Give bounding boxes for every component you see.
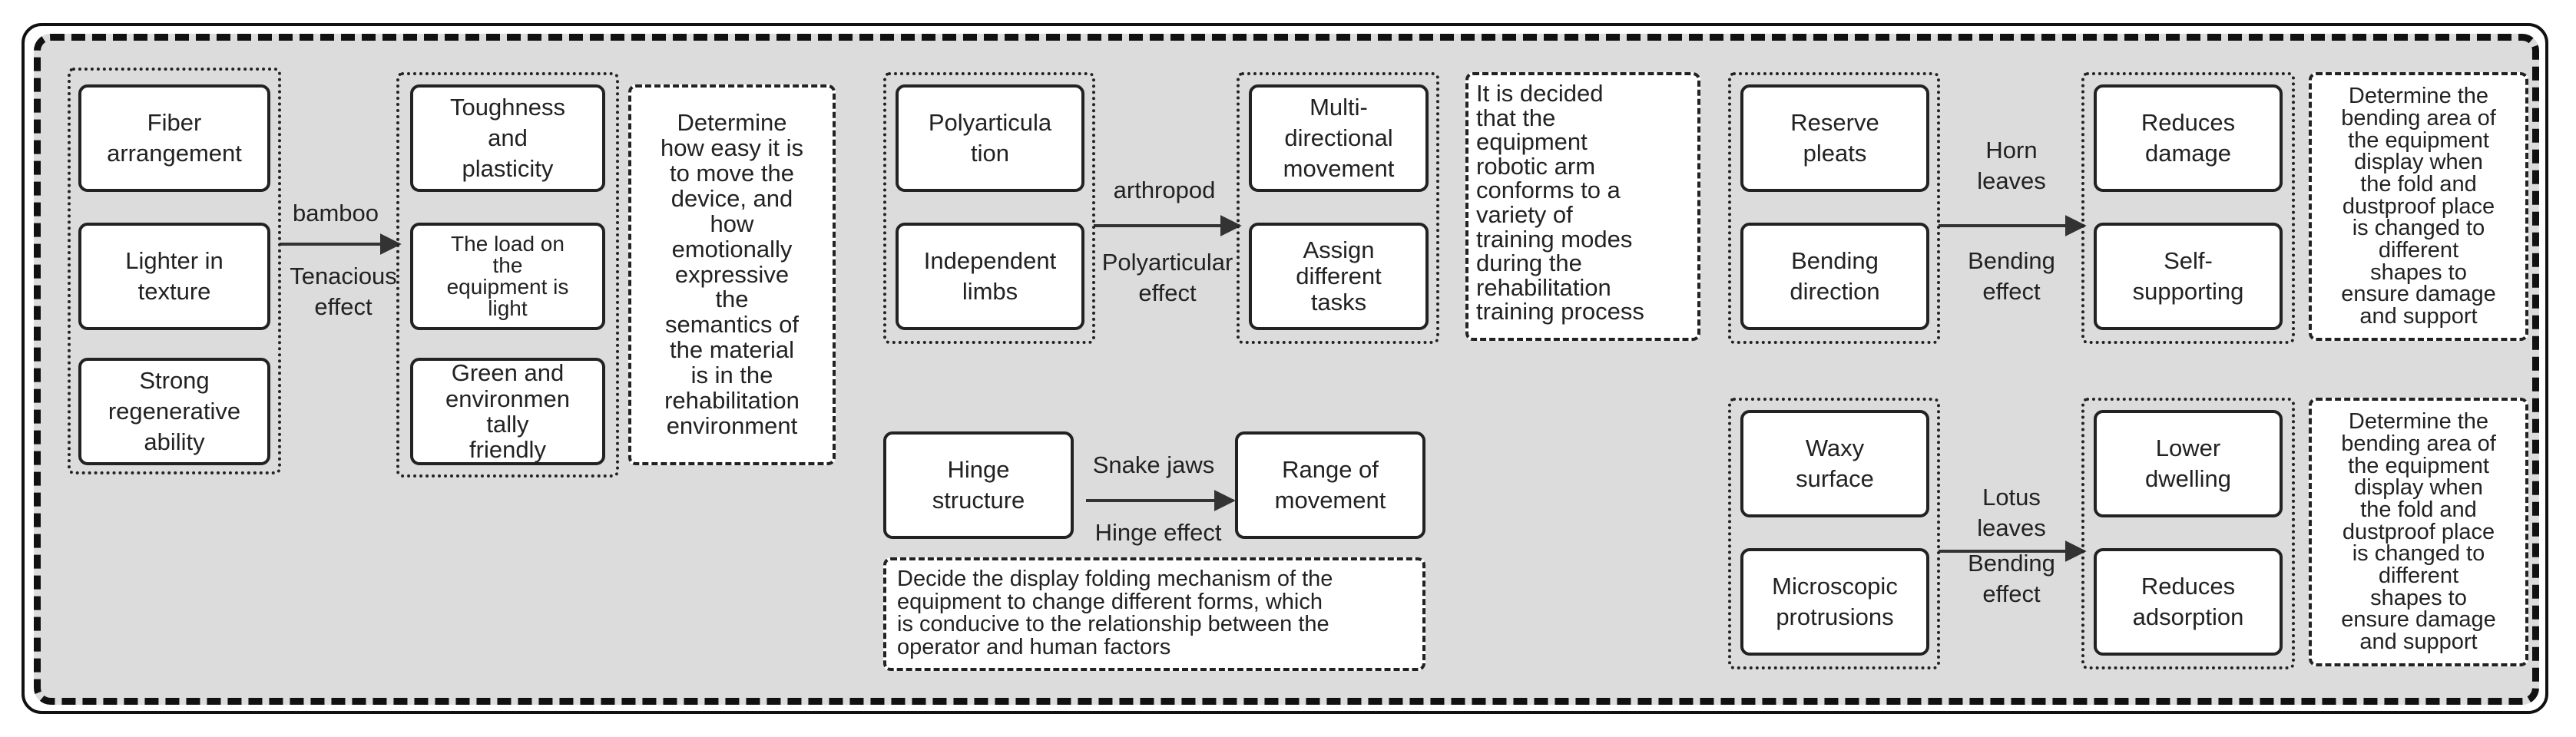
bamboo-arrow-label: bamboo [292,200,379,226]
range-movement-box: Range of movement [1235,431,1425,539]
bamboo-output-group [396,72,619,478]
assign-tasks-box: Assign different tasks [1249,223,1429,330]
microscopic-protrusions-box: Microscopic protrusions [1740,548,1929,656]
arthropod-arrow-label: arthropod [1113,177,1216,203]
lighter-texture-box: Lighter in texture [78,223,270,330]
waxy-surface-box: Waxy surface [1740,410,1929,517]
snake-jaws-label: Snake jaws [1092,451,1215,478]
bamboo-note: Determine how easy it is to move the dev… [628,84,836,465]
bamboo-input-group [68,68,281,474]
hinge-structure-box: Hinge structure [883,431,1074,539]
independent-limbs-box: Independent limbs [896,223,1084,330]
horn-note: Determine the bending area of the equipm… [2309,72,2528,341]
polyarticular-effect-label: Polyarticular effect [1101,249,1233,306]
arthropod-input-group [883,72,1095,344]
toughness-box: Toughness and plasticity [410,84,605,192]
polyarticulation-box: Polyarticula tion [896,84,1084,192]
arthropod-note: It is decided that the equipment robotic… [1465,72,1700,341]
green-friendly-box: Green and environmen tally friendly [410,358,605,465]
multidirectional-box: Multi- directional movement [1249,84,1429,192]
snake-note: Decide the display folding mechanism of … [883,557,1425,671]
lotus-bending-effect-label: Bending effect [1968,550,2055,607]
reduces-adsorption-box: Reduces adsorption [2094,548,2283,656]
fiber-arrangement-box: Fiber arrangement [78,84,270,192]
horn-bending-effect-label: Bending effect [1968,247,2055,305]
reserve-pleats-box: Reserve pleats [1740,84,1929,192]
horn-output-group [2081,72,2295,344]
lotus-note: Determine the bending area of the equipm… [2309,398,2528,666]
regenerative-ability-box: Strong regenerative ability [78,358,270,465]
horn-leaves-label: Horn leaves [1977,137,2046,194]
self-supporting-box: Self- supporting [2094,223,2283,330]
lotus-input-group [1728,398,1940,669]
lotus-leaves-label: Lotus leaves [1977,484,2046,541]
reduces-damage-box: Reduces damage [2094,84,2283,192]
horn-input-group [1728,72,1940,344]
hinge-effect-label: Hinge effect [1094,519,1222,546]
lower-dwelling-box: Lower dwelling [2094,410,2283,517]
arthropod-output-group [1237,72,1439,344]
lotus-output-group [2081,398,2295,669]
load-light-box: The load on the equipment is light [410,223,605,330]
tenacious-effect-label: Tenacious effect [290,263,397,320]
bending-direction-box: Bending direction [1740,223,1929,330]
